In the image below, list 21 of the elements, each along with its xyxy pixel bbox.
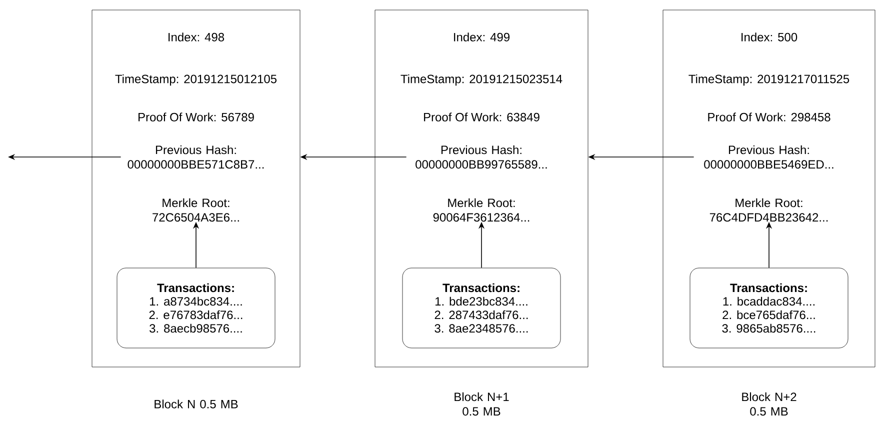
block-caption: Block N+2 0.5 MB [742, 392, 796, 416]
field-text: Proof Of Work: 63849 [424, 112, 540, 122]
hash-text: Merkle Root: 76C4DFD4BB23642... [710, 198, 828, 222]
field-text: Proof Of Work: 56789 [138, 112, 254, 122]
hash-text: Previous Hash: 00000000BBE571C8B7... [128, 145, 264, 169]
field-text: Proof Of Work: 298458 [708, 112, 830, 122]
hash-text: Previous Hash: 00000000BBE5469ED... [704, 145, 834, 169]
field-text: Index: 498 [168, 32, 224, 42]
hash-text: Merkle Root: 72C6504A3E6... [152, 198, 239, 222]
field-text: TimeStamp: 20191215012105 [115, 74, 277, 86]
field-text: Index: 500 [742, 32, 798, 42]
field-text: TimeStamp: 20191215023514 [400, 74, 562, 86]
transactions-box: Transactions: 1. bde23bc834.... 2. 287433daf76... 3. 8ae2348576.... [402, 268, 561, 348]
transactions-box: Transactions: 1. a8734bc834.... 2. e76783daf76... 3. 8aecb98576.... [116, 268, 276, 348]
field-text: TimeStamp: 20191217011525 [688, 74, 850, 86]
block-caption: Block N+1 0.5 MB [454, 392, 509, 416]
hash-text: Previous Hash: 00000000BB99765589... [416, 145, 547, 169]
transactions-box: Transactions: 1. bcaddac834.... 2. bce765daf76... 3. 9865ab8576.... [690, 268, 848, 348]
field-text: Index: 499 [454, 32, 510, 42]
hash-text: Merkle Root: 90064F3612364... [433, 198, 530, 222]
block-caption: Block N 0.5 MB [154, 400, 238, 408]
